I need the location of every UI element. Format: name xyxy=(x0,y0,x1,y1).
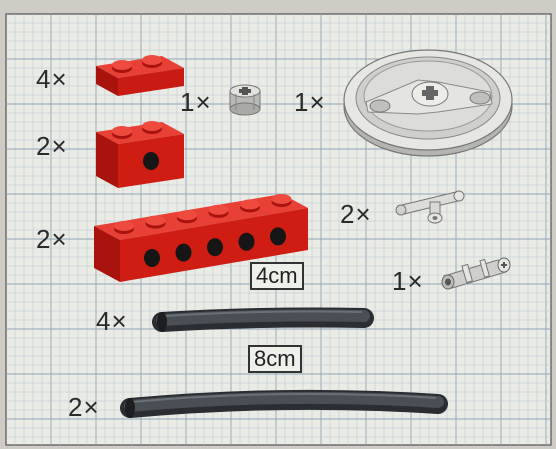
plate-1x2-red xyxy=(92,46,188,100)
axle-pin-quantity-label: 1× xyxy=(392,268,424,294)
short-hose-quantity-label: 4× xyxy=(96,308,128,334)
length-label-8cm: 8cm xyxy=(248,345,302,373)
pulley-wheel-gray xyxy=(340,40,516,158)
flex-hose-8cm xyxy=(118,382,450,426)
brick-1x6-quantity-label: 2× xyxy=(36,226,68,252)
brick-1x2-quantity-label: 2× xyxy=(36,133,68,159)
pulley-quantity-label: 1× xyxy=(294,89,326,115)
flex-hose-4cm xyxy=(150,304,376,338)
plate-quantity-label: 4× xyxy=(36,66,68,92)
t-connector-gray xyxy=(392,180,472,230)
long-hose-quantity-label: 2× xyxy=(68,394,100,420)
length-label-4cm: 4cm xyxy=(250,262,304,290)
t-connector-quantity-label: 2× xyxy=(340,201,372,227)
bush-gray xyxy=(226,82,266,118)
axle-pin-gray xyxy=(438,248,522,296)
